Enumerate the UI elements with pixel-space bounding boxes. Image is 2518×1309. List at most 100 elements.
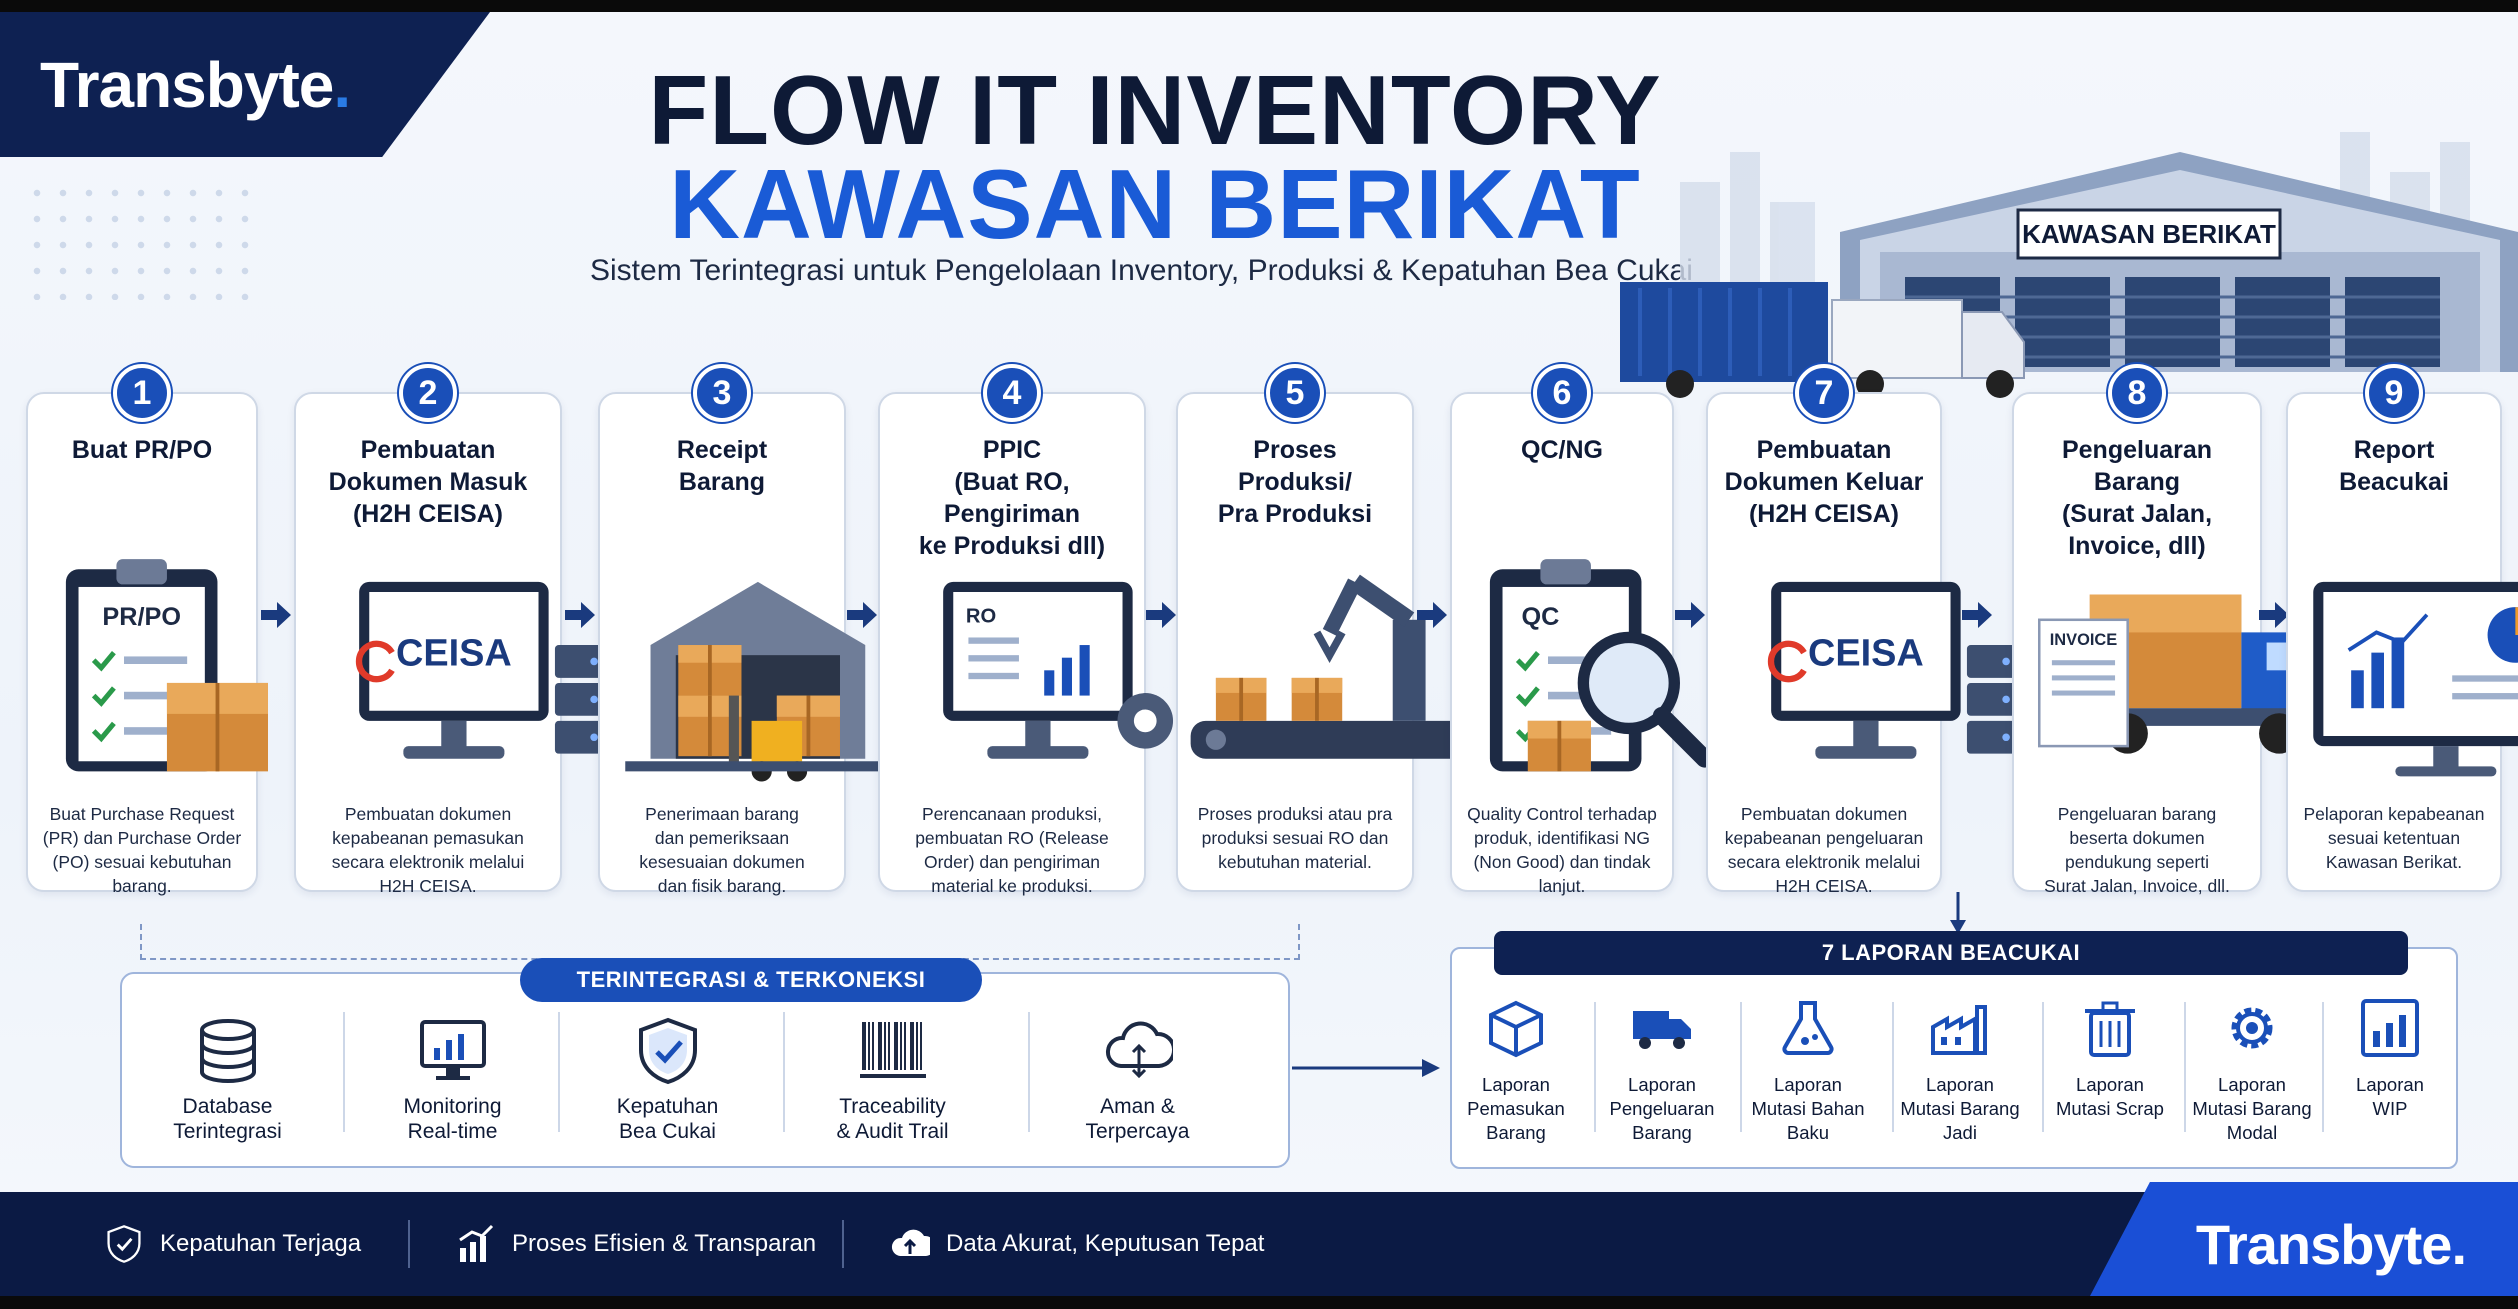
step-number-badge: 6: [1533, 364, 1591, 422]
database-icon: [199, 1019, 256, 1083]
svg-text:INVOICE: INVOICE: [2050, 631, 2118, 649]
step-description: Pembuatan dokumen kepabeanan pengeluaran…: [1724, 804, 1924, 896]
footer-item-label: Data Akurat, Keputusan Tepat: [946, 1230, 1265, 1257]
step-title: PPIC (Buat RO, Pengiriman ke Produksi dl…: [918, 436, 1106, 560]
integration-item: Traceability & Audit Trail: [785, 1002, 1000, 1162]
report-item: Laporan Mutasi Scrap: [2040, 997, 2180, 1157]
step-description: Penerimaan barang dan pemeriksaan kesesu…: [639, 804, 805, 896]
step-number-badge: 7: [1795, 364, 1853, 422]
flow-arrow-icon: [2259, 602, 2289, 628]
flow-arrow-icon: [261, 602, 291, 628]
integration-item-label: Kepatuhan Bea Cukai: [616, 1095, 719, 1143]
step-title: Pengeluaran Barang (Surat Jalan, Invoice…: [2061, 436, 2213, 560]
chart-up-icon: [459, 1224, 494, 1262]
step-number-badge: 4: [983, 364, 1041, 422]
step-description: Pengeluaran barang beserta dokumen pendu…: [2044, 804, 2230, 896]
decorative-dots: [24, 180, 264, 300]
barcode-icon: [859, 1022, 926, 1078]
footer-bar: [0, 1192, 2518, 1296]
warehouse-sign: KAWASAN BERIKAT: [2022, 219, 2276, 249]
factory-icon: [1931, 1005, 1987, 1055]
step-card-1: 1 Buat PR/PO PR/PO Buat Purchase Request…: [26, 364, 268, 896]
integration-panel: [120, 972, 1290, 1168]
cloud-icon: [1105, 1021, 1173, 1079]
flow-arrow-icon: [1675, 602, 1705, 628]
page-title-line2: KAWASAN BERIKAT: [669, 149, 1641, 259]
step-description: Perencanaan produksi, pembuatan RO (Rele…: [915, 804, 1109, 896]
footer-divider: [408, 1220, 410, 1268]
divider: [1028, 1012, 1030, 1132]
step-description: Buat Purchase Request (PR) dan Purchase …: [42, 804, 242, 896]
step-card-4: 4 PPIC (Buat RO, Pengiriman ke Produksi …: [878, 364, 1174, 896]
integration-item: Kepatuhan Bea Cukai: [560, 1002, 775, 1162]
report-item: Laporan WIP: [2320, 997, 2460, 1157]
clipboard-icon: PR/PO: [65, 559, 268, 772]
step-title: Pembuatan Dokumen Masuk (H2H CEISA): [328, 436, 528, 528]
step-card-7: 7 Pembuatan Dokumen Keluar (H2H CEISA) C…: [1706, 364, 2018, 896]
report-item-label: Laporan WIP: [2356, 1074, 2424, 1119]
step-number-badge: 2: [399, 364, 457, 422]
integration-label: TERINTEGRASI & TERKONEKSI: [520, 958, 982, 1002]
shield-check-icon: [638, 1017, 697, 1085]
report-item-label: Laporan Mutasi Barang Modal: [2192, 1074, 2312, 1143]
step-title: QC/NG: [1521, 436, 1603, 464]
step-number-badge: 9: [2365, 364, 2423, 422]
monitor-ceisa-icon: CEISA: [1767, 581, 2018, 759]
divider: [558, 1012, 560, 1132]
footer-divider: [842, 1220, 844, 1268]
step-card-3: 3 Receipt Barang Penerimaan barang dan p…: [598, 364, 891, 896]
svg-text:PR/PO: PR/PO: [102, 603, 181, 631]
step-description: Pelaporan kepabeanan sesuai ketentuan Ka…: [2303, 804, 2485, 872]
report-item: Laporan Pengeluaran Barang: [1592, 997, 1732, 1157]
report-item-label: Laporan Pemasukan Barang: [1467, 1074, 1565, 1143]
divider: [2042, 1002, 2044, 1132]
footer-item: Kepatuhan Terjaga: [104, 1192, 361, 1296]
gear-icon: [2231, 1007, 2273, 1049]
svg-text:RO: RO: [966, 605, 996, 627]
brand-name: Transbyte: [40, 49, 334, 121]
divider: [2322, 1002, 2324, 1132]
flow-steps: 1 Buat PR/PO PR/PO Buat Purchase Request…: [0, 352, 2518, 912]
step-number-badge: 3: [693, 364, 751, 422]
chart-icon: [2361, 999, 2419, 1057]
step-card-9: 9 Report Beacukai Pelaporan kepabeanan s…: [2286, 364, 2518, 892]
footer-item: Data Akurat, Keputusan Tepat: [890, 1192, 1264, 1296]
integration-item: Aman & Terpercaya: [1030, 1002, 1245, 1162]
step-card-5: 5 Proses Produksi/ Pra Produksi Proses p…: [1176, 364, 1494, 892]
warehouse-forklift-icon: [625, 581, 891, 782]
step-number-badge: 5: [1266, 364, 1324, 422]
step-title: Buat PR/PO: [71, 436, 213, 464]
brand-name-bottom: Transbyte: [2195, 1213, 2453, 1276]
truck-icon: [1633, 1011, 1691, 1049]
warehouse-truck-illustration: KAWASAN BERIKAT: [1620, 132, 2518, 398]
step-title: Receipt Barang: [676, 436, 768, 496]
truck-invoice-icon: INVOICE: [2037, 594, 2330, 754]
step-title: Report Beacukai: [2339, 436, 2449, 496]
step-title: Pembuatan Dokumen Keluar (H2H CEISA): [1724, 436, 1924, 528]
step-number-badge: 8: [2108, 364, 2166, 422]
box-icon: [1489, 1000, 1543, 1058]
svg-text:CEISA: CEISA: [1808, 632, 1924, 674]
integration-item-label: Monitoring Real-time: [403, 1095, 502, 1143]
brand-logo-top: Transbyte.: [0, 12, 490, 157]
shield-check-icon: [107, 1225, 141, 1263]
integration-item-label: Database Terintegrasi: [173, 1095, 282, 1143]
step-number-badge: 1: [113, 364, 171, 422]
step-card-8: 8 Pengeluaran Barang (Surat Jalan, Invoi…: [2012, 364, 2330, 896]
report-item-label: Laporan Mutasi Bahan Baku: [1751, 1074, 1865, 1143]
report-item-label: Laporan Mutasi Scrap: [2056, 1074, 2164, 1119]
divider: [1892, 1002, 1894, 1132]
trash-icon: [2085, 1001, 2135, 1057]
integration-connector: [140, 924, 1300, 960]
report-item: Laporan Mutasi Barang Modal: [2182, 997, 2322, 1157]
integration-item: Monitoring Real-time: [345, 1002, 560, 1162]
step7-down-arrow: [1950, 892, 1966, 934]
footer-item-label: Proses Efisien & Transparan: [512, 1230, 817, 1257]
step-title: Proses Produksi/ Pra Produksi: [1217, 436, 1373, 528]
monitor-ro-icon: RO: [943, 581, 1174, 759]
brand-logo-bottom: Transbyte.: [2090, 1182, 2518, 1296]
integration-to-report-arrow: [1292, 1059, 1440, 1077]
monitoring-icon: [419, 1020, 486, 1080]
report-label: 7 LAPORAN BEACUKAI: [1494, 931, 2408, 975]
step-card-2: 2 Pembuatan Dokumen Masuk (H2H CEISA) CE…: [294, 364, 606, 896]
